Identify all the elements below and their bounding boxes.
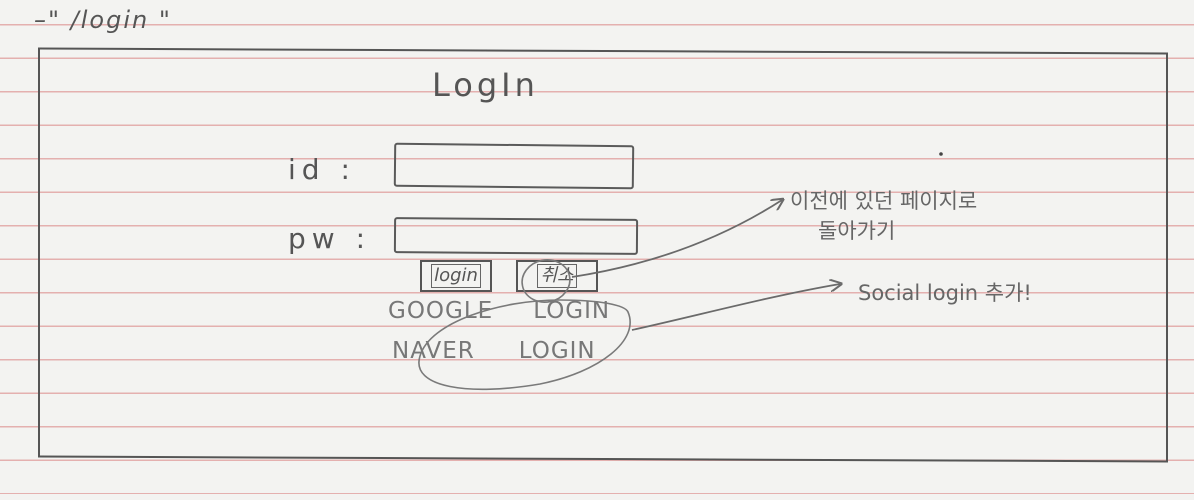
note-add-social-login: Social login 추가! [858, 281, 1032, 305]
pw-label: pw : [288, 222, 372, 255]
pw-input[interactable] [393, 217, 639, 255]
naver-login-link[interactable]: NAVER LOGIN [392, 338, 596, 364]
google-login-word-2: LOGIN [533, 298, 611, 324]
route-label: –" /login " [34, 6, 172, 34]
note-back-line-2: 돌아가기 [818, 219, 896, 243]
note-back-line-1: 이전에 있던 페이지로 [790, 189, 978, 213]
google-login-word-1: GOOGLE [388, 298, 494, 324]
login-button[interactable]: login [420, 260, 492, 292]
cancel-button-label: 취소 [537, 264, 577, 288]
id-input[interactable] [393, 142, 635, 190]
id-label: id : [288, 153, 356, 186]
login-page-frame [38, 47, 1168, 463]
page-title: LogIn [432, 66, 539, 104]
login-button-label: login [431, 264, 481, 288]
naver-login-word-1: NAVER [392, 338, 475, 364]
naver-login-word-2: LOGIN [518, 338, 596, 364]
google-login-link[interactable]: GOOGLE LOGIN [388, 298, 610, 324]
cancel-button[interactable]: 취소 [516, 260, 598, 292]
